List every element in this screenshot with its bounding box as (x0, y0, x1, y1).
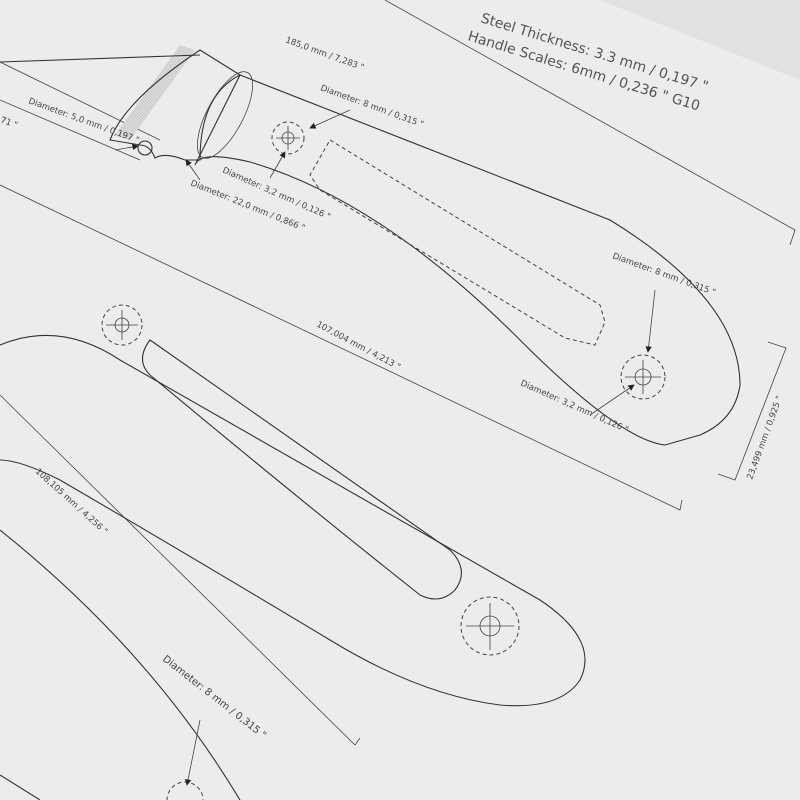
knife-handle-shape (194, 74, 741, 446)
rear-pin-hole (620, 354, 666, 400)
scale-inner-cutout (141, 339, 462, 600)
leader-arrow (645, 289, 656, 353)
bolster-ellipse (197, 71, 253, 159)
leader-arrow (589, 384, 635, 416)
leader-arrow (269, 151, 286, 179)
scale-rear-hole (460, 596, 520, 656)
scale-front-hole (101, 304, 143, 346)
scale-length-dim-line (0, 394, 361, 746)
blade-spine (0, 54, 201, 63)
handle-height-dim-line (717, 341, 787, 481)
blade-grind-hatch (115, 45, 195, 140)
leader-arrow (185, 159, 201, 181)
guard-shape (109, 49, 242, 161)
next-sheet-edge (600, 0, 800, 80)
leader-arrow (184, 719, 201, 786)
leader-arrow (114, 143, 139, 151)
handle-scale-cutout-outline (309, 139, 606, 346)
front-pin-hole (271, 121, 305, 155)
handle-length-dim-line (0, 184, 683, 511)
handle-scale-shape (0, 334, 586, 707)
lower-scale-edge (0, 774, 41, 800)
overall-length-dim-line (384, 0, 796, 246)
lower-scale-curve (0, 529, 241, 800)
leader-arrow (309, 109, 351, 129)
